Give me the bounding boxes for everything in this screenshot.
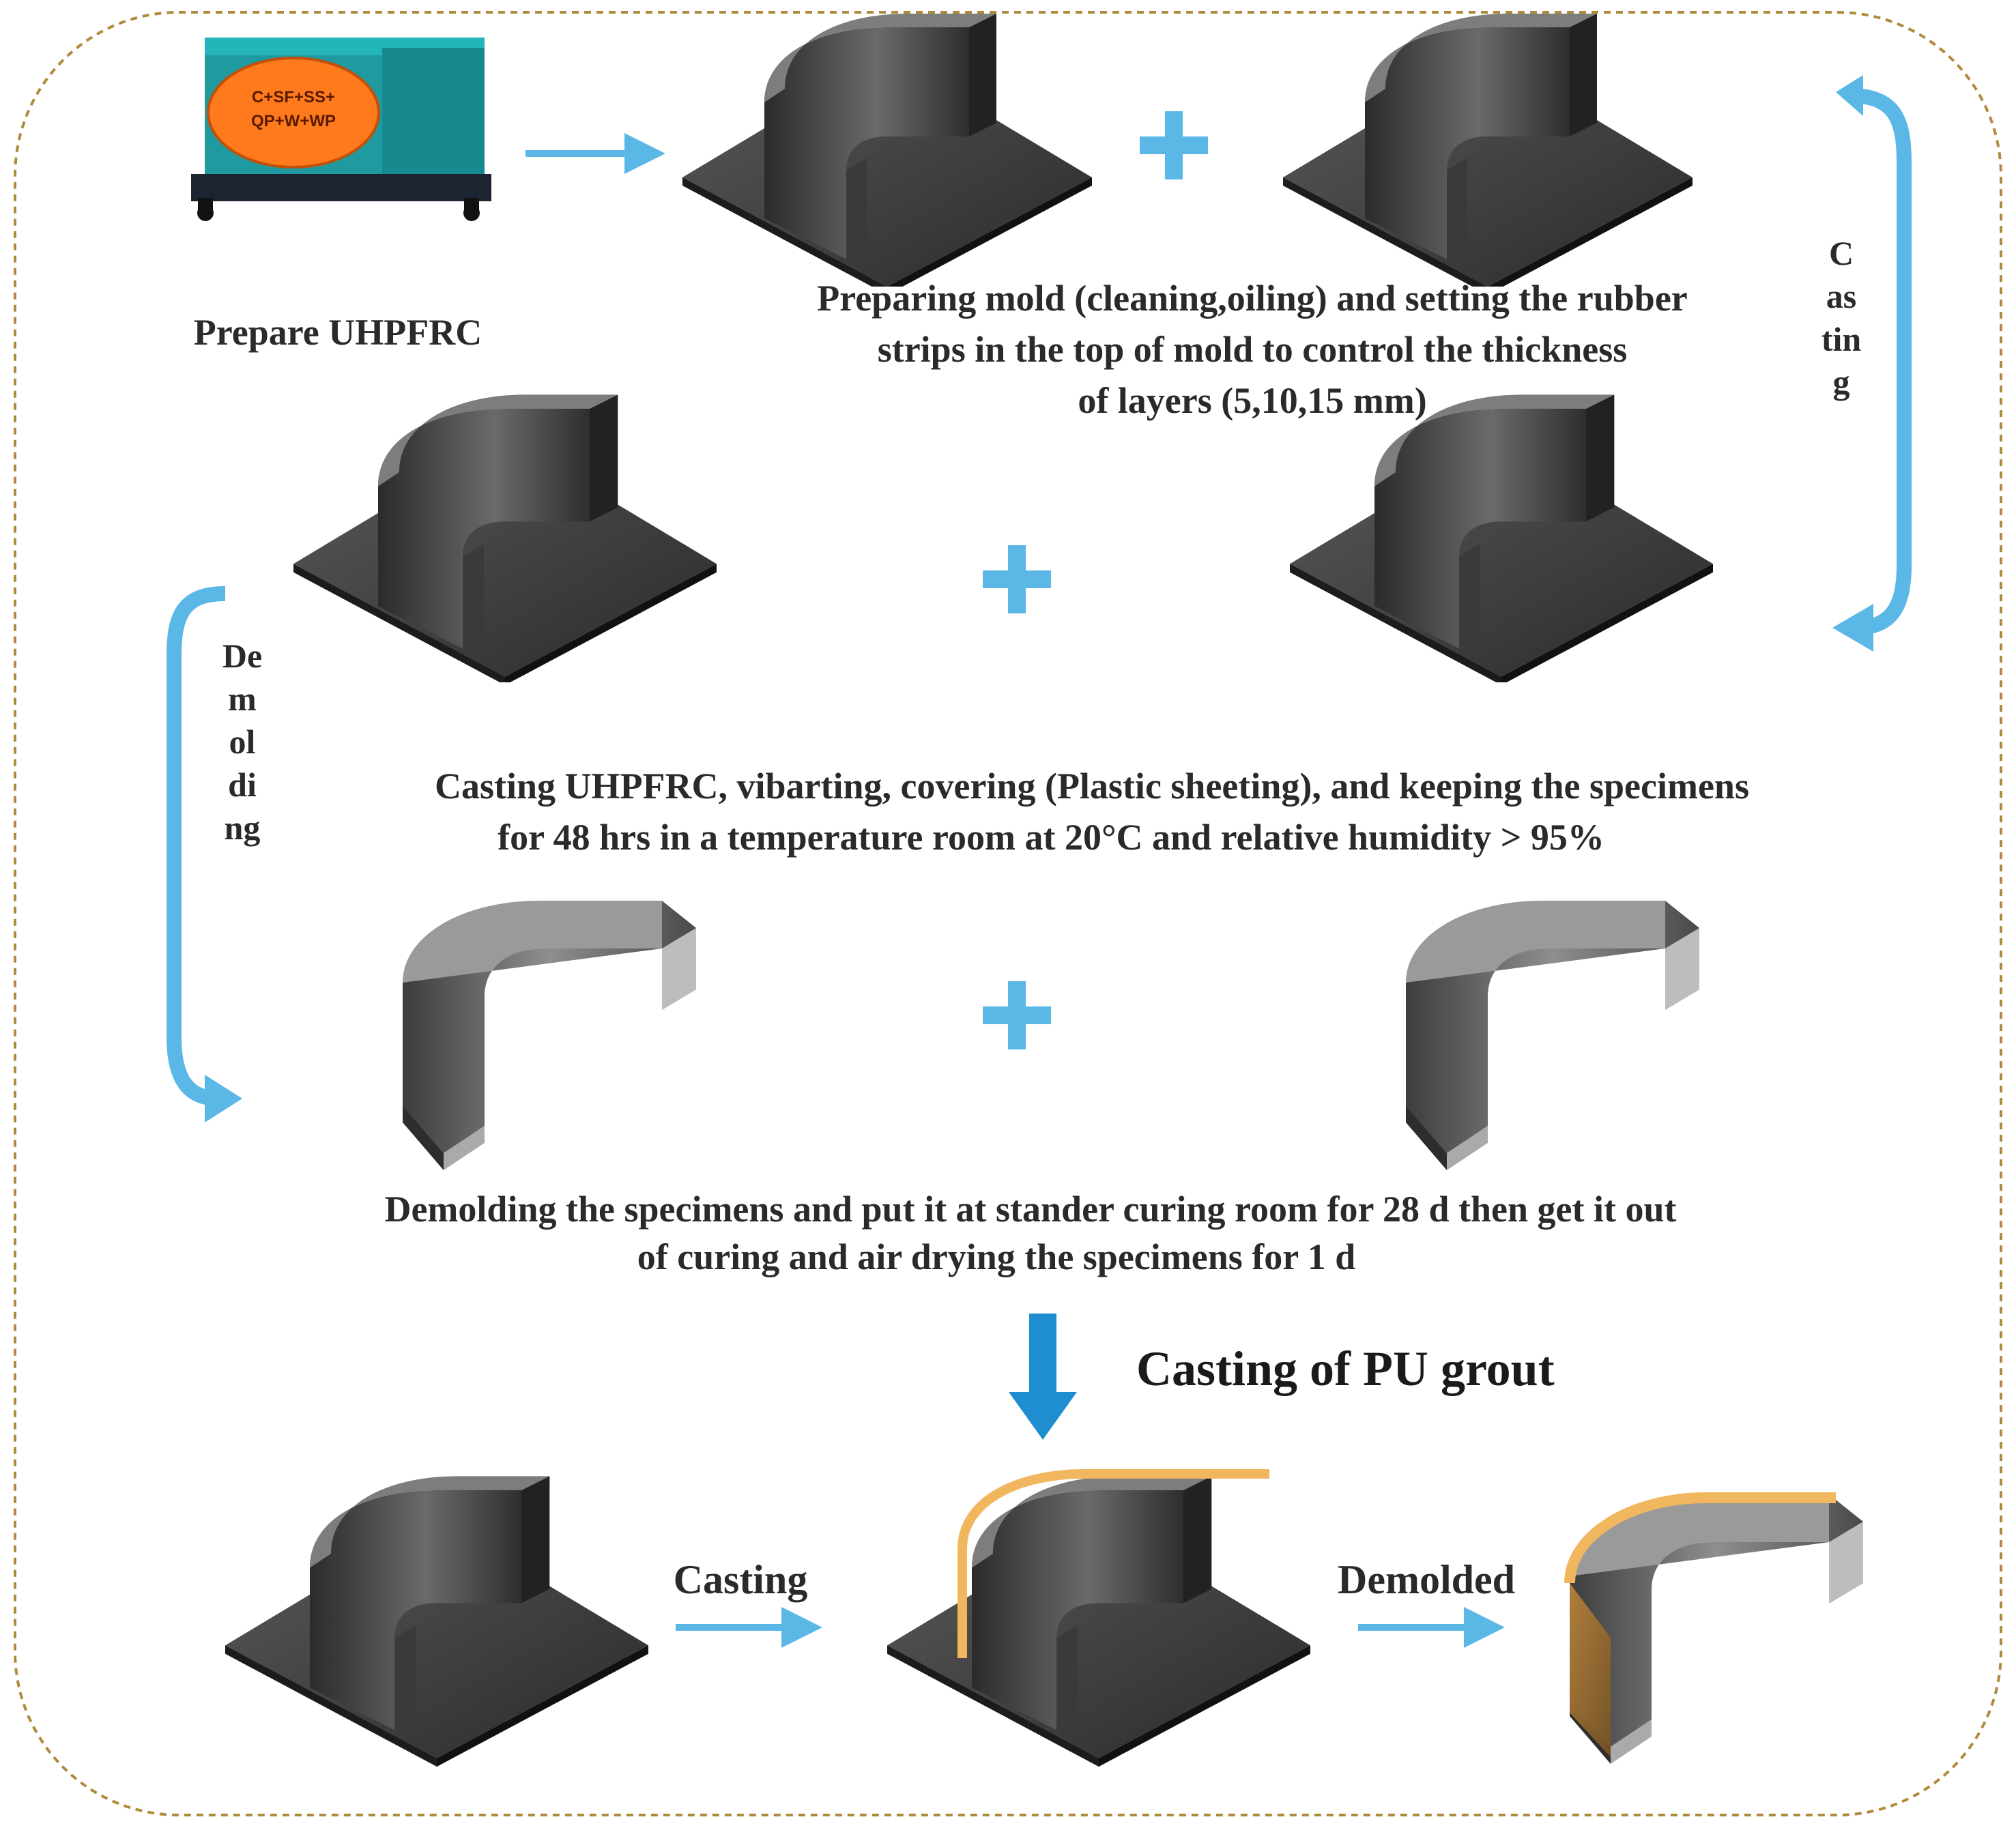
- specimen-with-pu: [1564, 1492, 1863, 1764]
- caption-prepare: Prepare UHPFRC: [194, 312, 482, 353]
- caption-mold-1: Preparing mold (cleaning,oiling) and set…: [817, 278, 1688, 319]
- plus-icon: [983, 545, 1051, 613]
- mold-final-empty: [225, 1476, 648, 1767]
- label-demolding-vertical: Demolding: [222, 637, 263, 847]
- mixer-icon: C+SF+SS+ QP+W+WP: [191, 38, 491, 221]
- mold-cast-2: [1290, 394, 1713, 682]
- mold-cast-1: [293, 394, 717, 682]
- arrow-down-icon: [1009, 1314, 1077, 1440]
- caption-cast-2: for 48 hrs in a temperature room at 20°C…: [498, 817, 1604, 858]
- plus-icon: [983, 981, 1051, 1049]
- mold-with-pu: [887, 1469, 1310, 1767]
- specimen-free-2: [1406, 901, 1699, 1170]
- caption-mold-3: of layers (5,10,15 mm): [1078, 380, 1426, 421]
- caption-pu: Casting of PU grout: [1136, 1341, 1555, 1396]
- caption-demolded-bottom: Demolded: [1338, 1557, 1515, 1602]
- plus-icon: [1140, 111, 1208, 179]
- mixer-label-2: QP+W+WP: [251, 112, 336, 130]
- caption-demold-1: Demolding the specimens and put it at st…: [384, 1189, 1676, 1230]
- mold-with-strip-1: [682, 14, 1092, 287]
- mixer-label-1: C+SF+SS+: [252, 88, 335, 106]
- caption-casting-bottom: Casting: [674, 1557, 808, 1602]
- label-casting-vertical: Casting: [1821, 234, 1862, 401]
- specimen-free-1: [403, 901, 696, 1170]
- curved-arrow-icon: [167, 586, 226, 1106]
- dashed-border: [14, 11, 2002, 1816]
- mold-with-strip-2: [1283, 14, 1693, 287]
- curved-arrow-icon: [1849, 88, 1912, 635]
- caption-cast-1: Casting UHPFRC, vibarting, covering (Pla…: [435, 766, 1749, 807]
- caption-mold-2: strips in the top of mold to control the…: [878, 329, 1628, 370]
- caption-demold-2: of curing and air drying the specimens f…: [637, 1236, 1356, 1277]
